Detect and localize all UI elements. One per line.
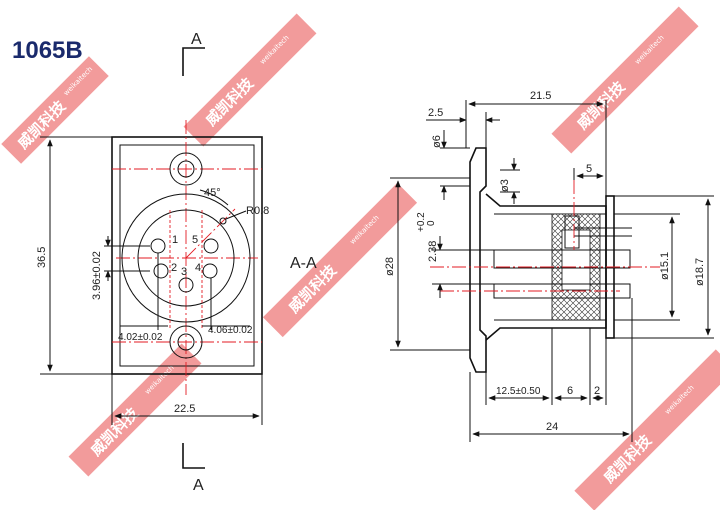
watermark-banner-top-right: 威凯科技 weikaitech (551, 6, 699, 154)
section-view-label: A-A (290, 255, 317, 272)
total-length-dim: 24 (546, 421, 558, 433)
housing-dia-dim: ø18.7 (694, 258, 706, 286)
angle-dim: 45° (204, 187, 221, 199)
outer-dia-dim: ø28 (384, 257, 396, 276)
pin-label-5: 5 (192, 234, 198, 246)
pin-5 (203, 238, 219, 254)
pin-right-dim: 4.06±0.02 (208, 325, 253, 336)
section-marker-top: A (182, 31, 205, 76)
pin-3 (178, 277, 194, 293)
pin-4 (202, 263, 218, 279)
section-marker-label: A (193, 477, 204, 494)
radius-dim: R0.8 (246, 205, 269, 217)
section-marker-label: A (191, 31, 202, 48)
offset-dim: 2.38 (427, 241, 439, 262)
front-inner-frame (119, 144, 255, 367)
flange-dim: 2.5 (428, 107, 443, 119)
watermark-banner-bottom-right: 威凯科技 weikaitech (574, 349, 720, 510)
pin-label-4: 4 (195, 262, 201, 274)
section-marker-bottom: A (182, 443, 205, 494)
shoulder-dim: 5 (586, 163, 592, 175)
pin-row-dim: 3.96±0.02 (91, 251, 103, 300)
seg-a-dim: 6 (567, 385, 573, 397)
flange (469, 147, 487, 373)
overall-dim: 21.5 (530, 90, 551, 102)
watermark-banner-top-center: 威凯科技 weikaitech (183, 13, 317, 147)
pin-2 (153, 263, 169, 279)
pin-left-dim: 4.02±0.02 (118, 332, 163, 343)
latch (564, 215, 580, 249)
front-view: 1 5 2 4 3 45° R0.8 (111, 120, 269, 395)
offset-tol-lower: 0 (426, 220, 437, 226)
pin-label-2: 2 (171, 262, 177, 274)
front-view-dimensions: 36.5 3.96±0.02 22.5 4.02±0.02 4.06±0.02 (36, 136, 263, 425)
seg-b-dim: 2 (594, 385, 600, 397)
model-title: 1065B (12, 37, 83, 64)
mounting-hole-bottom (169, 325, 203, 359)
pin-label-1: 1 (172, 234, 178, 246)
depth-dim: 12.5±0.50 (496, 386, 541, 397)
body-dia-dim: ø15.1 (659, 252, 671, 280)
mounting-hole-top (169, 152, 203, 186)
height-dim: 36.5 (36, 247, 48, 268)
contact-pin-upper (493, 249, 631, 269)
offset-tol-upper: +0.2 (416, 212, 427, 232)
pin-label-3: 3 (181, 266, 187, 278)
section-view (430, 147, 660, 373)
bore-dim: ø6 (431, 135, 443, 148)
pin-1 (150, 238, 166, 254)
section-view-dimensions: 21.5 2.5 ø6 ø3 5 ø28 2.38 +0.2 0 (384, 90, 714, 442)
insert-outer-circle (121, 193, 251, 323)
front-outer-frame (111, 136, 263, 375)
width-dim: 22.5 (174, 403, 195, 415)
hole-dim: ø3 (499, 179, 511, 192)
insert-inner-circle (137, 209, 235, 307)
watermark-banner-top-left: 威凯科技 weikaitech (1, 56, 109, 164)
